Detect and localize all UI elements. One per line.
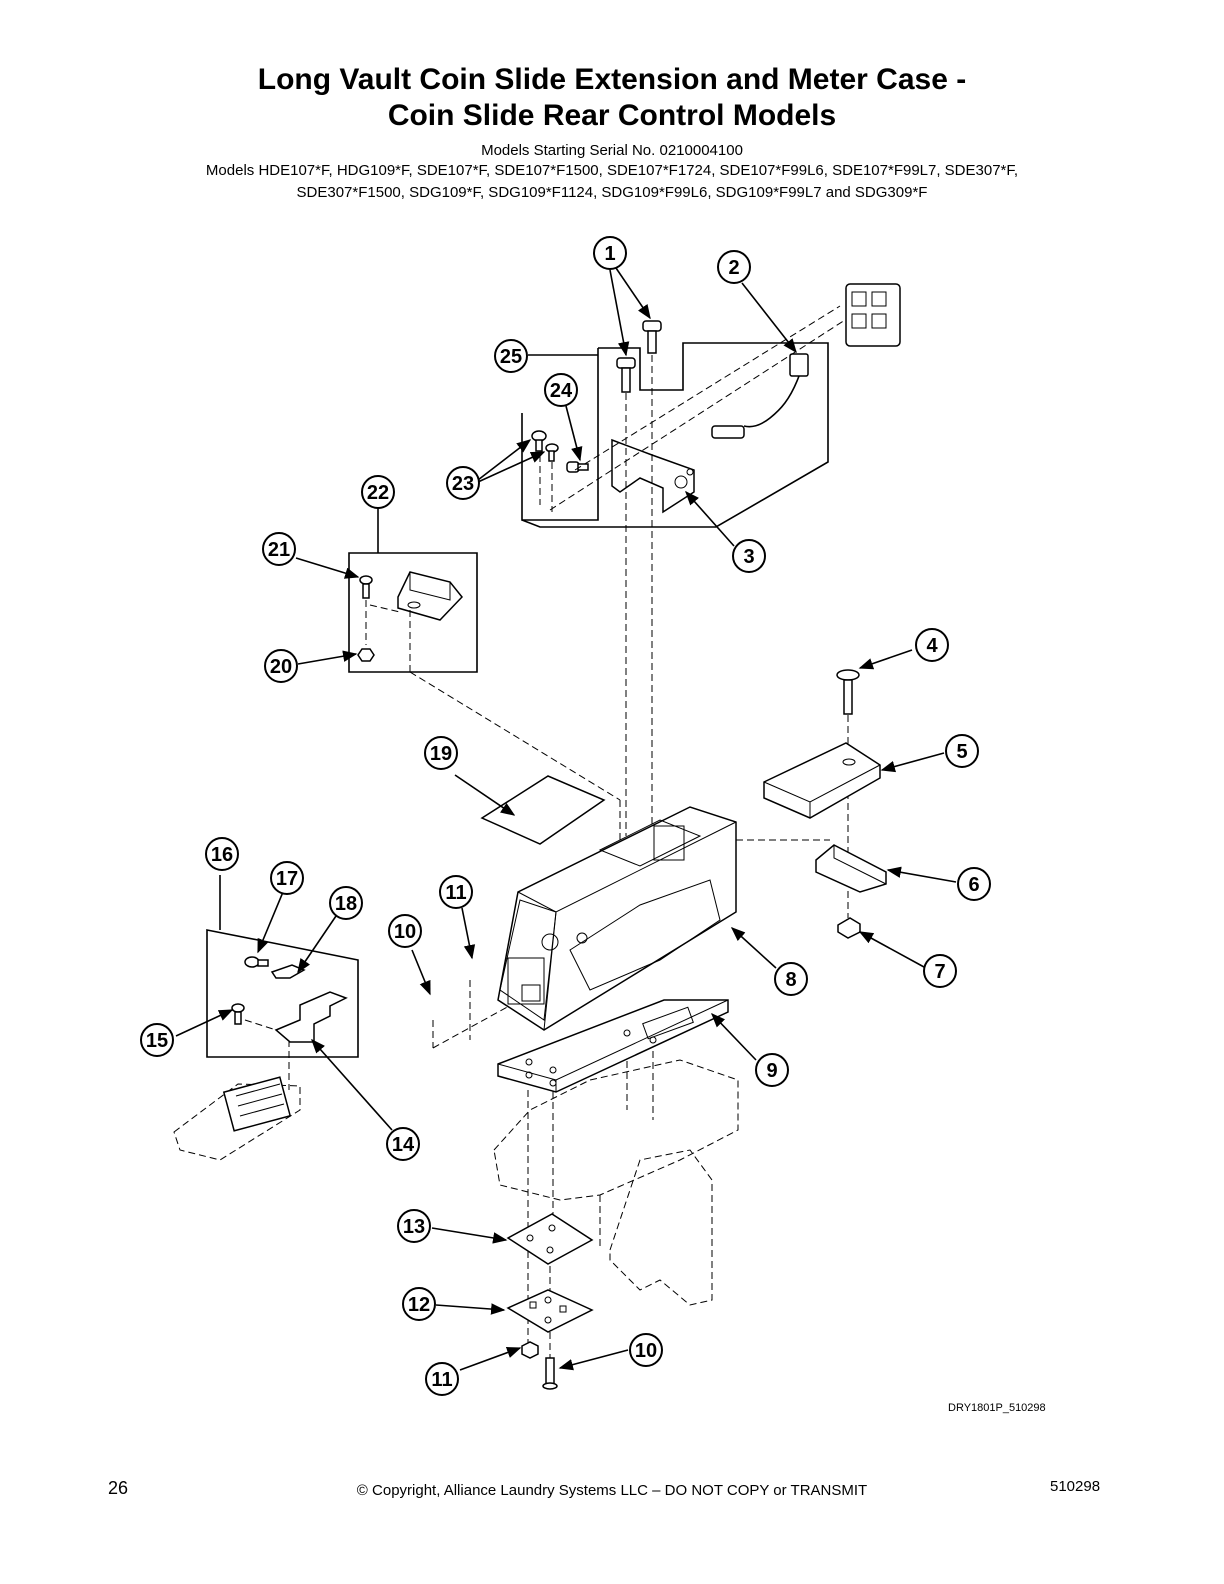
plate-13 [506, 1213, 594, 1265]
callout-16: 16 [205, 837, 239, 871]
cover-5 [763, 742, 881, 819]
svg-text:16: 16 [211, 844, 233, 866]
svg-text:23: 23 [452, 473, 474, 495]
screw-4 [836, 669, 860, 715]
callout-6: 6 [957, 867, 991, 901]
base-plate-9 [497, 999, 729, 1093]
svg-text:20: 20 [270, 656, 292, 678]
page-number: 26 [108, 1478, 129, 1498]
callout-24: 24 [544, 373, 578, 407]
screw-21 [359, 575, 373, 599]
screw-23a [531, 430, 547, 452]
star-washer-11 [521, 1341, 539, 1359]
svg-text:10: 10 [394, 921, 416, 943]
svg-text:3: 3 [743, 546, 754, 568]
callout-17: 17 [270, 861, 304, 895]
document-number: 510298 [1050, 1478, 1101, 1495]
callout-11-upper: 11 [439, 875, 473, 909]
svg-text:24: 24 [550, 380, 573, 402]
svg-text:1: 1 [604, 243, 615, 265]
coin-slide-assembly-16 [206, 875, 359, 1058]
screw-17 [244, 956, 269, 968]
screw-15 [231, 1003, 245, 1025]
nut-20 [357, 648, 375, 662]
callout-20: 20 [264, 649, 298, 683]
right-side-parts [763, 669, 887, 939]
meter-case-8 [497, 806, 737, 1031]
serial-note: Models Starting Serial No. 0210004100 [481, 142, 743, 159]
models-line-1: Models HDE107*F, HDG109*F, SDE107*F, SDE… [205, 162, 1019, 179]
screw-10-bottom [542, 1357, 558, 1390]
callout-21: 21 [262, 532, 296, 566]
screw-23b [545, 443, 559, 462]
callout-18: 18 [329, 886, 363, 920]
harness-2 [711, 353, 809, 439]
coin-slide-bracket-assembly [348, 508, 478, 673]
console-outline [493, 1059, 739, 1306]
models-line-2: SDE307*F1500, SDG109*F, SDG109*F1124, SD… [296, 184, 928, 201]
svg-text:9: 9 [766, 1060, 777, 1082]
svg-text:6: 6 [968, 874, 979, 896]
callout-14: 14 [386, 1127, 420, 1161]
callout-1: 1 [593, 236, 627, 270]
slide-14 [274, 991, 348, 1043]
callout-25: 25 [494, 339, 528, 373]
callout-9: 9 [755, 1053, 789, 1087]
callout-22: 22 [361, 475, 395, 509]
callout-10-lower: 10 [629, 1333, 663, 1367]
svg-text:11: 11 [431, 1369, 452, 1391]
callout-15: 15 [140, 1023, 174, 1057]
callout-23: 23 [446, 466, 480, 500]
svg-text:11: 11 [445, 882, 466, 904]
callout-19: 19 [424, 736, 458, 770]
nut-7 [837, 917, 861, 939]
callout-3: 3 [732, 539, 766, 573]
callout-12: 12 [402, 1287, 436, 1321]
leader-lines [175, 267, 957, 1371]
svg-text:21: 21 [268, 539, 290, 561]
svg-text:19: 19 [430, 743, 452, 765]
drawing-code: DRY1801P_510298 [948, 1402, 1046, 1414]
callout-2: 2 [717, 250, 751, 284]
svg-text:14: 14 [392, 1134, 415, 1156]
label-19 [480, 775, 606, 845]
copyright-notice: © Copyright, Alliance Laundry Systems LL… [356, 1482, 868, 1499]
svg-text:25: 25 [500, 346, 522, 368]
callout-5: 5 [945, 734, 979, 768]
callout-4: 4 [915, 628, 949, 662]
callout-8: 8 [774, 962, 808, 996]
svg-text:7: 7 [934, 961, 945, 983]
svg-text:22: 22 [367, 482, 389, 504]
plate-12 [506, 1289, 594, 1333]
callout-7: 7 [923, 954, 957, 988]
svg-text:12: 12 [408, 1294, 430, 1316]
callout-11-lower: 11 [425, 1362, 459, 1396]
callout-13: 13 [397, 1209, 431, 1243]
svg-text:2: 2 [728, 257, 739, 279]
bracket-6 [815, 844, 887, 893]
page-title-line-2: Coin Slide Rear Control Models [387, 99, 837, 132]
svg-text:5: 5 [956, 741, 967, 763]
svg-text:18: 18 [335, 893, 357, 915]
top-bracket-assembly [521, 283, 901, 528]
svg-text:4: 4 [926, 635, 938, 657]
coin-slide-device [173, 1076, 301, 1161]
page-title-line-1: Long Vault Coin Slide Extension and Mete… [257, 63, 967, 96]
coin-meter-upper [845, 283, 901, 347]
svg-text:10: 10 [635, 1340, 657, 1362]
part-18 [270, 964, 306, 979]
screw-1b [616, 357, 636, 393]
screw-1a [642, 320, 662, 354]
svg-text:13: 13 [403, 1216, 425, 1238]
svg-text:8: 8 [785, 969, 796, 991]
callout-10-upper: 10 [388, 914, 422, 948]
svg-text:15: 15 [146, 1030, 168, 1052]
svg-text:17: 17 [276, 868, 298, 890]
